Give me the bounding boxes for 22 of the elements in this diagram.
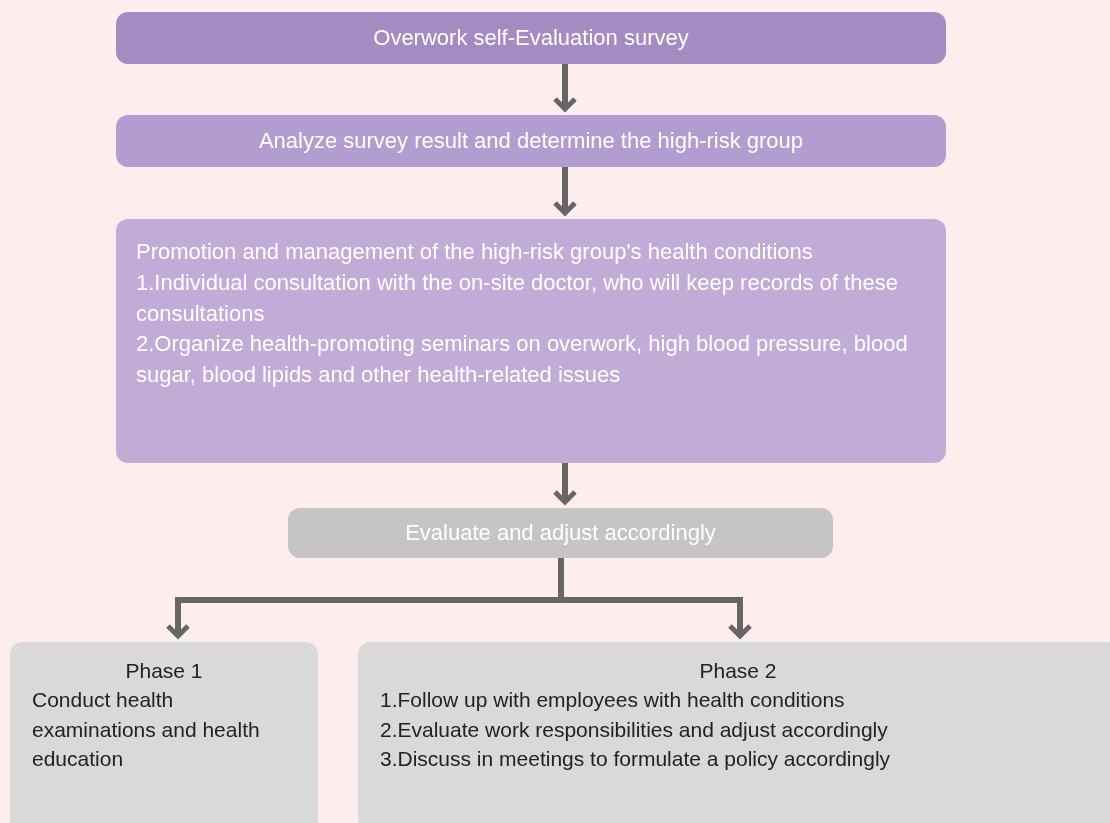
box-text: Conduct health examinations and health education bbox=[31, 687, 261, 773]
process-box bbox=[358, 642, 1110, 823]
box-text: 1.Follow up with employees with health conditions bbox=[379, 687, 845, 714]
process-box bbox=[288, 508, 833, 558]
process-box bbox=[10, 642, 318, 823]
box-text: Analyze survey result and determine the high-risk group bbox=[258, 126, 804, 155]
arrow bbox=[552, 64, 578, 112]
arrow bbox=[558, 558, 753, 639]
process-box bbox=[116, 219, 946, 463]
process-box bbox=[116, 115, 946, 167]
phase-heading: Phase 1 bbox=[125, 658, 203, 684]
box-text: Overwork self-Evaluation survey bbox=[373, 23, 689, 52]
box-text: Evaluate and adjust accordingly bbox=[405, 518, 716, 547]
arrow bbox=[552, 167, 578, 216]
process-box bbox=[116, 12, 946, 64]
box-text: 2.Organize health-promoting seminars on overwork, high blood pressure, blood sugar, blood lipids and other health-related issues bbox=[136, 330, 909, 390]
phase-heading: Phase 2 bbox=[699, 658, 777, 684]
box-text: 3.Discuss in meetings to formulate a policy accordingly bbox=[379, 746, 891, 773]
box-text: 2.Evaluate work responsibilities and adjust accordingly bbox=[379, 716, 888, 743]
box-text: Promotion and management of the high-risk group's health conditions bbox=[136, 238, 813, 266]
arrow bbox=[552, 463, 578, 505]
box-text: 1.Individual consultation with the on-site doctor, who will keep records of these consultations bbox=[136, 268, 899, 328]
